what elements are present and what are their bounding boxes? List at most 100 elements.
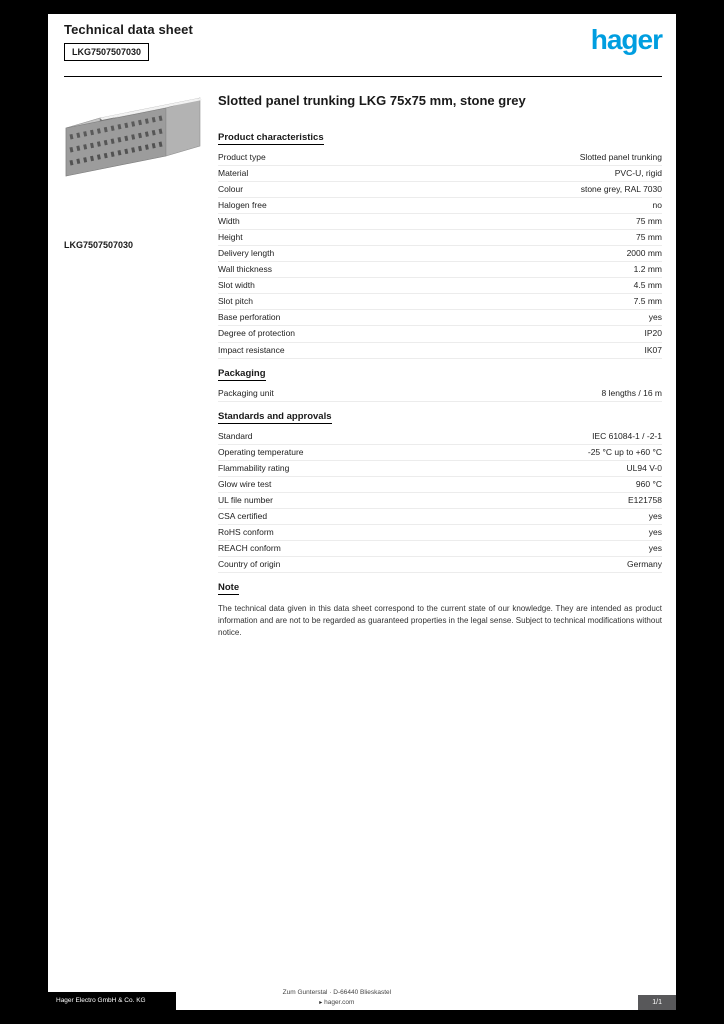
spec-label: UL file number [218, 494, 273, 505]
spec-row: RoHS conform yes [218, 525, 662, 541]
spec-row: Base perforation yes [218, 310, 662, 327]
spec-value: IP20 [644, 328, 663, 339]
spec-value: yes [648, 542, 662, 553]
spec-label: Packaging unit [218, 387, 274, 398]
spec-value: 7.5 mm [633, 296, 662, 307]
spec-label: REACH conform [218, 542, 281, 553]
triangle-icon: ▸ [319, 1000, 323, 1006]
spec-value: 8 lengths / 16 m [601, 387, 662, 398]
section-header: Product characteristics [218, 131, 324, 145]
spec-value: IEC 61084-1 / -2-1 [592, 430, 662, 441]
spec-value: stone grey, RAL 7030 [580, 184, 662, 195]
spec-row: Packaging unit 8 lengths / 16 m [218, 386, 662, 402]
reference-code-box: LKG7507507030 [64, 43, 150, 61]
spec-label: Flammability rating [218, 462, 290, 473]
spec-row: Glow wire test 960 °C [218, 477, 662, 493]
spec-label: CSA certified [218, 510, 268, 521]
spec-row: Degree of protection IP20 [218, 326, 663, 343]
product-title: Slotted panel trunking LKG 75x75 mm, sto… [218, 93, 526, 108]
spec-label: Colour [218, 184, 244, 195]
section-header: Note [218, 582, 240, 596]
spec-row: Operating temperature -25 °C up to +60 °C [218, 445, 662, 461]
header-divider [64, 76, 662, 77]
spec-row: CSA certified yes [218, 509, 662, 525]
spec-label: Slot width [218, 280, 255, 291]
spec-value: UL94 V-0 [626, 462, 662, 473]
spec-label: Glow wire test [218, 478, 272, 489]
spec-label: Base perforation [218, 312, 281, 323]
document-title: Technical data sheet [64, 22, 193, 37]
spec-value: Germany [627, 558, 662, 569]
spec-row: Width 75 mm [218, 214, 662, 231]
spec-row: Slot pitch 7.5 mm [218, 294, 662, 311]
spec-label: Width [218, 216, 240, 227]
footer-center: Zum Gunterstal · D-66440 Blieskastel ▸ h… [283, 988, 391, 1008]
footer-website-link[interactable]: hager.com [324, 999, 355, 1006]
spec-row: Material PVC-U, rigid [218, 166, 662, 183]
spec-section: Packaging Packaging unit 8 lengths / 16 m [218, 359, 662, 402]
spec-row: Slot width 4.5 mm [218, 278, 662, 295]
spec-label: Impact resistance [218, 344, 285, 355]
spec-row: Delivery length 2000 mm [218, 246, 662, 263]
spec-row: Product type Slotted panel trunking [218, 150, 662, 166]
spec-label: Slot pitch [218, 296, 253, 307]
page-footer: Hager Electro GmbH & Co. KG Zum Gunterst… [48, 988, 676, 1010]
spec-value: yes [648, 526, 662, 537]
spec-value: Slotted panel trunking [579, 151, 662, 162]
spec-label: Standard [218, 430, 253, 441]
spec-value: PVC-U, rigid [614, 167, 662, 178]
spec-value: 4.5 mm [633, 280, 662, 291]
section-header: Standards and approvals [218, 410, 332, 424]
spec-row: Wall thickness 1.2 mm [218, 262, 662, 279]
section-rows: The technical data given in this data sh… [218, 603, 662, 639]
product-reference-label: LKG7507507030 [64, 240, 134, 250]
footer-address: Zum Gunterstal · D-66440 Blieskastel [282, 989, 392, 997]
spec-value: -25 °C up to +60 °C [587, 446, 662, 457]
footer-company-box: Hager Electro GmbH & Co. KG [48, 992, 176, 1010]
spec-value: 1.2 mm [633, 264, 662, 275]
spec-label: Wall thickness [218, 264, 273, 275]
spec-row: Colour stone grey, RAL 7030 [218, 182, 662, 199]
spec-value: 2000 mm [626, 248, 662, 259]
section-rows: Packaging unit 8 lengths / 16 m [218, 386, 662, 402]
section-header: Packaging [218, 367, 266, 381]
spec-label: Height [218, 232, 243, 243]
spec-label: RoHS conform [218, 526, 274, 537]
spec-label: Degree of protection [218, 328, 296, 339]
page-header: Technical data sheet LKG7507507030 hager [64, 22, 663, 74]
spec-label: Operating temperature [218, 446, 304, 457]
product-image [56, 88, 206, 184]
spec-row: REACH conform yes [218, 541, 662, 557]
spec-section: Standards and approvals Standard IEC 6108… [218, 402, 662, 574]
spec-row: Country of origin Germany [218, 557, 662, 574]
spec-value: 75 mm [636, 216, 662, 227]
page-number-badge: 1/1 [638, 995, 676, 1010]
spec-label: Material [218, 167, 249, 178]
spec-label: Halogen free [218, 200, 267, 211]
spec-note: The technical data given in this data sh… [218, 604, 662, 638]
document-page: Technical data sheet LKG7507507030 hager [48, 14, 676, 1010]
spec-row: Halogen free no [218, 198, 662, 215]
spec-value: yes [648, 510, 662, 521]
spec-value: 75 mm [636, 232, 662, 243]
spec-value: E121758 [627, 494, 662, 505]
hager-logo: hager [590, 24, 663, 55]
wiring-duct-illustration [65, 97, 202, 177]
spec-row: Height 75 mm [218, 230, 662, 247]
spec-row: Standard IEC 61084-1 / -2-1 [218, 429, 662, 445]
spec-label: Product type [218, 151, 266, 162]
spec-row: Impact resistance IK07 [218, 343, 662, 359]
spec-row: Flammability rating UL94 V-0 [218, 461, 662, 477]
spec-value: IK07 [644, 344, 663, 355]
spec-value: no [652, 200, 662, 211]
spec-value: 960 °C [635, 478, 662, 489]
spec-label: Country of origin [218, 558, 281, 569]
spec-label: Delivery length [218, 248, 275, 259]
spec-row: UL file number E121758 [218, 493, 662, 509]
spec-value: yes [648, 312, 662, 323]
spec-section: Note The technical data given in this da… [218, 573, 662, 639]
